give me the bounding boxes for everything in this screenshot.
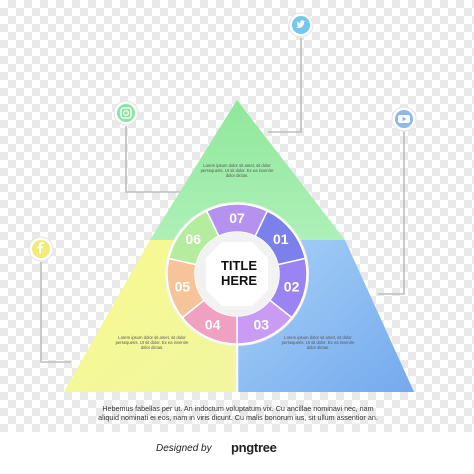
center-octagon	[206, 242, 268, 306]
facebook-icon[interactable]	[28, 236, 54, 262]
center-title-line2: HERE	[220, 273, 258, 288]
twitter-icon[interactable]	[288, 12, 314, 38]
footer-bar	[0, 432, 474, 474]
center-title: TITLE HERE	[205, 258, 273, 288]
triangle-top-segment	[150, 100, 345, 240]
brand-logo: pngtree	[231, 440, 277, 455]
youtube-icon[interactable]	[391, 106, 417, 132]
ring-segments	[166, 203, 308, 345]
text-left: Lorem ipsum dolor sit amet, sit dolor pe…	[115, 335, 189, 350]
connector-lines	[40, 38, 405, 363]
ring-label-05: 05	[175, 278, 191, 294]
ring-label-06: 06	[185, 231, 201, 247]
text-right: Lorem ipsum dolor sit amet, sit dolor pe…	[281, 335, 355, 350]
ring-label-07: 07	[229, 210, 245, 226]
ring-labels: 07 01 02 03 04 05 06	[175, 210, 300, 332]
ring-label-03: 03	[254, 316, 270, 332]
text-top: Lorem ipsum dolor sit amet, sit dolor pe…	[200, 163, 274, 178]
center-title-line1: TITLE	[220, 258, 258, 273]
instagram-icon[interactable]	[113, 100, 139, 126]
ring-label-04: 04	[205, 316, 221, 332]
ring-label-02: 02	[284, 278, 300, 294]
caption-text: Hebemus fabellas per ut. An indoctum vol…	[98, 404, 378, 422]
ring-label-01: 01	[273, 231, 289, 247]
designed-by-label: Designed by	[156, 443, 212, 454]
